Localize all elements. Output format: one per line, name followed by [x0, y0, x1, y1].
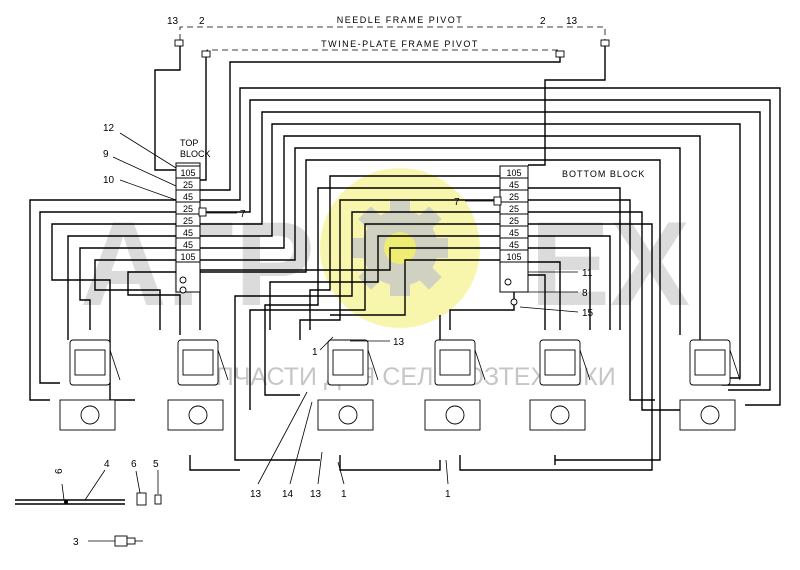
- top-block-cell: 25: [183, 180, 193, 190]
- top-block-cell: 105: [180, 168, 195, 178]
- knotter-unit: [317, 339, 379, 431]
- top-block-label: TOP BLOCK: [180, 138, 211, 159]
- bolt-icon: [179, 276, 187, 284]
- callout: 11: [582, 268, 593, 279]
- parts-legend: [15, 492, 162, 547]
- bottom-block: BOTTOM BLOCK 105 45 25 25 25 45 45 105: [493, 165, 645, 306]
- callout: 9: [103, 149, 109, 160]
- callout: 2: [540, 16, 546, 27]
- top-block-cell: 45: [183, 228, 193, 238]
- callout: 8: [582, 288, 588, 299]
- callout: 6: [131, 459, 137, 470]
- top-block-cells: 105 25 45 25 25 45 45 105: [175, 165, 201, 293]
- bottom-block-cell: 25: [509, 192, 519, 202]
- knotter-unit: [679, 339, 741, 431]
- callout: 13: [393, 337, 405, 348]
- knotter-unit: [424, 339, 486, 431]
- bottom-block-cell: 25: [509, 204, 519, 214]
- callout: 10: [103, 175, 115, 186]
- top-block-cell: 45: [183, 240, 193, 250]
- bottom-block-cell: 45: [509, 228, 519, 238]
- top-block-cell: 45: [183, 192, 193, 202]
- callout: 12: [103, 123, 115, 134]
- bottom-block-cell: 45: [509, 180, 519, 190]
- bottom-block-label: BOTTOM BLOCK: [562, 169, 645, 179]
- fitting-icon: [198, 207, 207, 217]
- leader-lines: [61, 132, 579, 501]
- bottom-block-cell: 105: [506, 168, 521, 178]
- bolt-icon: [510, 298, 518, 306]
- callout: 13: [310, 489, 322, 500]
- pivot-lines: NEEDLE FRAME PIVOT TWINE-PLATE FRAME PIV…: [174, 15, 610, 58]
- callout: 13: [566, 16, 578, 27]
- hose-lines: [29, 46, 781, 471]
- bolt-icon: [179, 286, 187, 294]
- callout: 5: [153, 459, 159, 470]
- bottom-block-cell: 25: [509, 216, 519, 226]
- callout: 13: [250, 489, 262, 500]
- knotter-unit: [167, 339, 229, 431]
- callout: 1: [445, 489, 451, 500]
- bottom-block-cells: 105 45 25 25 25 45 45 105: [499, 165, 529, 293]
- callout: 13: [167, 16, 179, 27]
- coupler-icon: [88, 535, 143, 547]
- bottom-block-cell: 105: [506, 252, 521, 262]
- knotter-unit: [59, 339, 121, 431]
- callout: 6: [54, 468, 65, 474]
- fitting-icon: [493, 196, 502, 206]
- callouts: 13 2 2 13 12 9 10 7 7 11 8 15 1 13 13 14…: [54, 16, 594, 548]
- bolt-icon: [504, 278, 512, 286]
- callout: 15: [582, 308, 594, 319]
- callout: 4: [104, 459, 110, 470]
- callout: 1: [312, 347, 318, 358]
- knotter-units: [59, 339, 741, 431]
- callout: 7: [454, 197, 460, 208]
- watermark: АГР ЕХ ЗАПЧАСТИ ДЛЯ СЕЛЬХОЗТЕХНИКИ: [80, 168, 690, 391]
- top-block-cell: 105: [180, 252, 195, 262]
- callout: 1: [341, 489, 347, 500]
- needle-frame-pivot-label: NEEDLE FRAME PIVOT: [337, 15, 464, 25]
- top-block-cell: 25: [183, 216, 193, 226]
- twine-plate-frame-pivot-label: TWINE-PLATE FRAME PIVOT: [321, 39, 479, 49]
- bottom-block-cell: 45: [509, 240, 519, 250]
- knotter-unit: [529, 339, 591, 431]
- fitting-icon: [136, 492, 147, 506]
- callout: 3: [73, 537, 79, 548]
- pivot-fitting-icon: [174, 39, 610, 58]
- callout: 14: [282, 489, 294, 500]
- callout: 2: [199, 16, 205, 27]
- top-block-cell: 25: [183, 204, 193, 214]
- hose-joint-icon: [64, 500, 68, 504]
- plug-icon: [154, 494, 162, 505]
- top-block: TOP BLOCK 105 25 45 25 25 45 45 105: [175, 138, 211, 294]
- callout: 7: [240, 209, 246, 220]
